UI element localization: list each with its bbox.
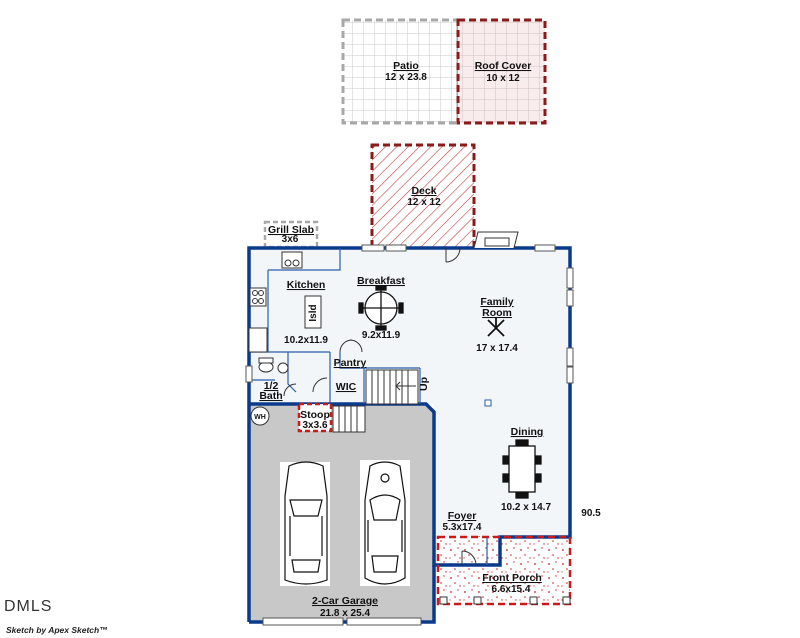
car-left [280, 461, 330, 586]
patio: Patio 12 x 23.8 [341, 18, 460, 125]
room-labels: Kitchen 10.2x11.9 Breakfast 9.2x11.9 Fam… [259, 275, 601, 619]
half-bath-label-1: 1/2 [264, 380, 279, 392]
foyer-size: 5.3x17.4 [443, 522, 482, 533]
pantry-label: Pantry [334, 357, 367, 369]
grill-slab-label: Grill Slab [268, 224, 314, 236]
family-room-label-1: Family [480, 296, 513, 308]
mls-logo: DMLS [4, 598, 53, 615]
car-right [360, 460, 410, 586]
dining-table [502, 439, 542, 499]
breakfast-label: Breakfast [357, 275, 405, 287]
breakfast-table [358, 285, 404, 331]
roof-cover-label: Roof Cover [475, 60, 532, 72]
garage-size: 21.8 x 25.4 [320, 608, 370, 619]
stairs-up-label: Up [418, 377, 430, 391]
rear-door [445, 247, 461, 263]
front-porch-label: Front Porch [482, 572, 542, 584]
kitchen-label: Kitchen [287, 279, 326, 291]
front-porch-outline [436, 535, 572, 606]
half-bath-label-2: Bath [259, 390, 282, 402]
pantry-doors [312, 339, 363, 393]
grill-slab: Grill Slab 3x6 [263, 220, 319, 249]
water-heater-label: WH [254, 414, 266, 421]
dining-size: 10.2 x 14.7 [501, 502, 551, 513]
roof-cover-size: 10 x 12 [486, 73, 520, 84]
front-door [461, 550, 477, 566]
interior-walls [249, 248, 488, 565]
family-room-size: 17 x 17.4 [476, 343, 518, 354]
family-room-label-2: Room [482, 307, 512, 319]
wic-label: WIC [336, 381, 357, 393]
deck-size: 12 x 12 [407, 197, 441, 208]
front-porch-size: 6.6x15.4 [492, 584, 531, 595]
floor-marker [484, 399, 492, 407]
half-bath-fixtures [258, 357, 297, 397]
kitchen-island [304, 295, 322, 329]
stoop-label: Stoop [300, 409, 330, 421]
garage-label: 2-Car Garage [312, 595, 378, 607]
side-dimension: 90.5 [581, 508, 601, 519]
sketch-credit: Sketch by Apex Sketch™ [6, 625, 108, 635]
porch-posts [439, 596, 571, 605]
breakfast-size: 9.2x11.9 [362, 330, 401, 341]
water-heater: WH [250, 406, 270, 426]
garage-steps [332, 405, 366, 433]
deck-label: Deck [411, 185, 436, 197]
roof-cover: Roof Cover 10 x 12 [456, 18, 547, 125]
kitchen-fixtures [248, 251, 322, 353]
foyer-label: Foyer [448, 510, 477, 522]
ceiling-fan-icon [487, 318, 505, 337]
dining-label: Dining [511, 426, 544, 438]
refrigerator [248, 327, 268, 353]
fireplace [473, 231, 519, 249]
windows [245, 244, 574, 626]
cooktop [249, 287, 267, 307]
kitchen-size: 10.2x11.9 [284, 335, 328, 346]
stoop-size: 3x3.6 [302, 420, 327, 431]
patio-size: 12 x 23.8 [385, 72, 427, 83]
island-label: Isld [308, 304, 319, 321]
main-stairs [365, 369, 419, 405]
deck: Deck 12 x 12 [370, 143, 476, 250]
kitchen-sink [281, 251, 303, 269]
patio-label: Patio [393, 60, 419, 72]
stoop: Stoop 3x3.6 [297, 402, 333, 433]
grill-slab-size: 3x6 [282, 234, 299, 245]
